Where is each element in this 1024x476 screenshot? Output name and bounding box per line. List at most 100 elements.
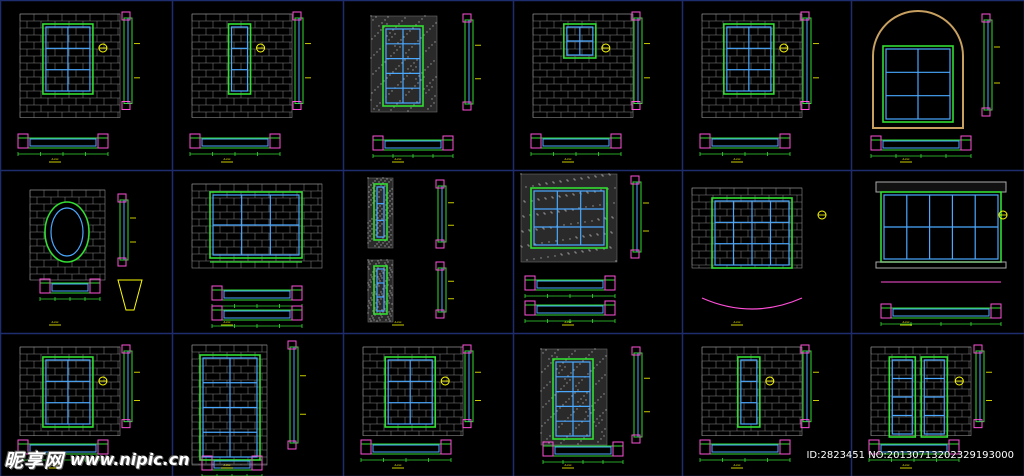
door-frame bbox=[382, 25, 424, 107]
plan-section bbox=[39, 278, 101, 301]
callout-marker bbox=[256, 43, 266, 53]
plan-section bbox=[699, 439, 791, 462]
brick-wall bbox=[191, 183, 323, 269]
drawing-label: A-xxx bbox=[731, 463, 743, 469]
brick-wall bbox=[701, 13, 803, 118]
wall-section bbox=[981, 13, 1000, 117]
stone-hatch bbox=[367, 259, 394, 323]
drawing-label-text: A-xxx bbox=[224, 463, 232, 467]
window-elevation bbox=[384, 356, 437, 428]
brick-wall bbox=[701, 346, 803, 436]
drawing-label: A-xxx bbox=[900, 463, 912, 469]
panel-16-stone-door: A-xxx bbox=[540, 346, 650, 469]
wall-section bbox=[631, 11, 650, 110]
twin-window-left bbox=[888, 356, 917, 438]
wall-section bbox=[462, 344, 481, 429]
panel-3-door-stone: A-xxx bbox=[370, 13, 481, 163]
brick-wall bbox=[532, 13, 634, 118]
panel-2-tall-window: A-xxx bbox=[189, 11, 311, 163]
wall-section bbox=[121, 344, 140, 429]
panel-5-hatched-window: A-xxx bbox=[699, 11, 819, 163]
callout-marker bbox=[98, 376, 108, 386]
callout-marker bbox=[601, 43, 611, 53]
window-elevation bbox=[42, 356, 94, 428]
plan-section bbox=[17, 439, 109, 462]
window-elevation bbox=[737, 356, 761, 428]
drawing-label-text: A-xxx bbox=[903, 320, 911, 324]
callout-marker bbox=[440, 376, 450, 386]
drawing-label-text: A-xxx bbox=[395, 157, 403, 161]
drawing-label: A-xxx bbox=[221, 157, 233, 163]
brick-wall bbox=[191, 13, 293, 118]
wall-section bbox=[287, 340, 306, 450]
drawing-label: A-xxx bbox=[562, 157, 574, 163]
drawing-label-text: A-xxx bbox=[903, 463, 911, 467]
plan-section bbox=[372, 135, 454, 158]
drawing-label: A-xxx bbox=[392, 463, 404, 469]
drawing-label-text: A-xxx bbox=[734, 320, 742, 324]
plan-section bbox=[524, 300, 616, 323]
panel-15-rect-window: A-xxx bbox=[360, 344, 481, 469]
wall-section bbox=[462, 13, 481, 111]
callout-marker bbox=[998, 210, 1008, 220]
brick-wall bbox=[691, 187, 803, 269]
plan-section bbox=[699, 133, 791, 156]
drawing-label: A-xxx bbox=[392, 320, 404, 326]
facade-windows bbox=[880, 191, 1002, 263]
plan-section bbox=[17, 133, 109, 156]
drawing-label: A-xxx bbox=[221, 463, 233, 469]
watermark-logo-chinese: 昵享网 bbox=[4, 449, 65, 472]
stone-window-frame bbox=[530, 187, 608, 249]
drawing-label-text: A-xxx bbox=[52, 320, 60, 324]
stone-hatch bbox=[540, 348, 608, 446]
oval-window-glass bbox=[50, 207, 84, 257]
watermark-logo-url: www.nipic.cn bbox=[70, 449, 190, 469]
drawing-label: A-xxx bbox=[731, 157, 743, 163]
panel-1-rect-window: A-xxx bbox=[17, 11, 140, 163]
narrow-window-2 bbox=[373, 265, 388, 315]
drawing-label: A-xxx bbox=[900, 157, 912, 163]
panel-6-arched-window: A-xxx bbox=[870, 10, 1000, 163]
wall-section bbox=[973, 344, 992, 429]
cornice bbox=[875, 181, 1007, 193]
window-elevation bbox=[227, 23, 252, 95]
keystone-detail bbox=[117, 279, 143, 311]
panel-14-double-door: A-xxx bbox=[191, 340, 306, 476]
drawing-label-text: A-xxx bbox=[565, 463, 573, 467]
drawing-label-text: A-xxx bbox=[734, 157, 742, 161]
callout-marker bbox=[779, 43, 789, 53]
wall-section bbox=[435, 179, 454, 249]
twin-window-right bbox=[920, 356, 949, 438]
window-elevation bbox=[42, 23, 94, 95]
wall-section bbox=[800, 344, 819, 429]
arched-window-frame bbox=[882, 45, 954, 123]
plan-section bbox=[542, 441, 624, 464]
panel-7-oval-window: A-xxx bbox=[29, 189, 143, 326]
drawing-label-text: A-xxx bbox=[224, 320, 232, 324]
base-band bbox=[875, 261, 1007, 269]
window-elevation bbox=[563, 23, 597, 59]
watermark-logo: 昵享网 www.nipic.cn bbox=[4, 444, 219, 474]
panel-11-bay-window: A-xxx bbox=[691, 187, 827, 326]
drawing-label-text: A-xxx bbox=[903, 157, 911, 161]
drawing-label: A-xxx bbox=[392, 157, 404, 163]
drawing-label: A-xxx bbox=[562, 320, 574, 326]
bay-window-frame bbox=[711, 197, 793, 269]
narrow-window-1 bbox=[373, 183, 388, 241]
drawing-label: A-xxx bbox=[49, 157, 61, 163]
drawing-label: A-xxx bbox=[562, 463, 574, 469]
plan-section bbox=[211, 305, 303, 328]
wall-section bbox=[117, 193, 136, 267]
oval-window-frame bbox=[44, 201, 90, 263]
wall-section bbox=[631, 346, 650, 444]
drawing-label-text: A-xxx bbox=[395, 463, 403, 467]
plan-section bbox=[211, 285, 303, 308]
triple-window-frame bbox=[209, 191, 303, 259]
watermark-id: ID:2823451 NO:20130713202329193000 bbox=[806, 450, 1014, 461]
drawing-label: A-xxx bbox=[221, 320, 233, 326]
wall-section bbox=[435, 261, 454, 319]
plan-section bbox=[360, 439, 452, 462]
window-elevation bbox=[723, 23, 775, 95]
